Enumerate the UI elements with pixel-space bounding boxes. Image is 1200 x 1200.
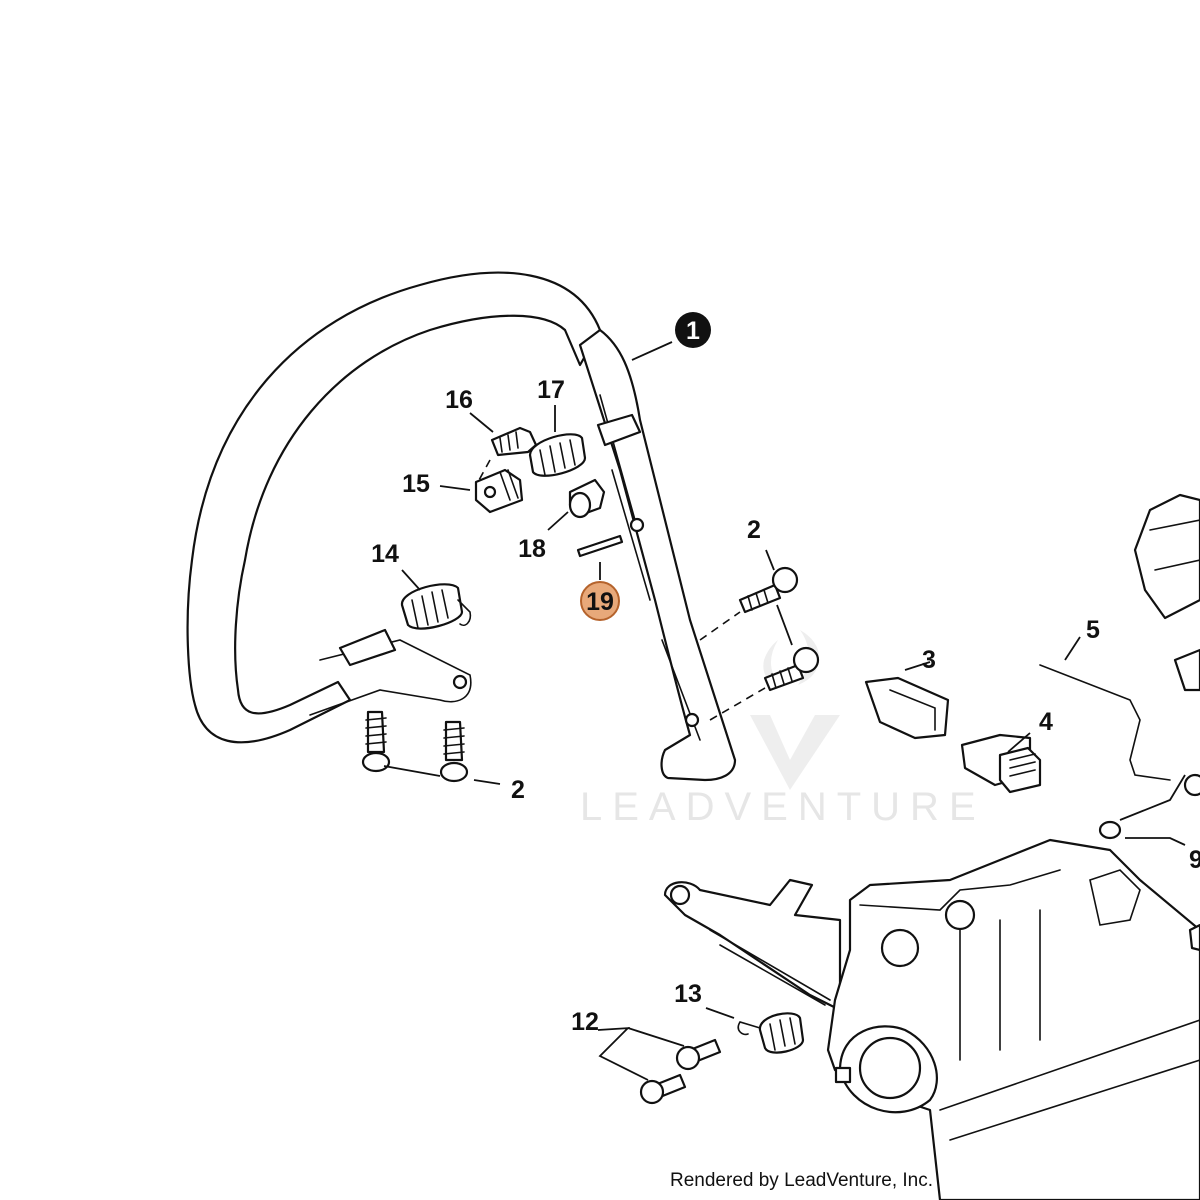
- sleeve-18: [568, 478, 606, 519]
- callout-12[interactable]: 12: [571, 1008, 599, 1036]
- rod-5: [1039, 664, 1171, 781]
- front-handle-bar: [186, 271, 737, 782]
- screw-2-center: [439, 720, 469, 783]
- callout-4[interactable]: 4: [1039, 708, 1053, 736]
- callout-18[interactable]: 18: [518, 535, 546, 563]
- engine-housing: [826, 838, 1200, 1200]
- spring-9: [1098, 820, 1122, 840]
- callout-19-text: 19: [586, 588, 614, 616]
- spring-14: [400, 583, 472, 630]
- callout-1[interactable]: 1: [675, 312, 711, 348]
- callout-13[interactable]: 13: [674, 980, 702, 1008]
- callout-15[interactable]: 15: [402, 470, 430, 498]
- switch-4: [960, 733, 1042, 794]
- right-edge-parts: [1173, 648, 1200, 952]
- callout-1-text: 1: [686, 317, 700, 345]
- spring-17: [528, 433, 587, 477]
- screw-axis-lower: [709, 687, 766, 721]
- screw-2-upper-right: [738, 566, 799, 614]
- screw-12-upper: [675, 1038, 722, 1071]
- buffer-clip-15: [474, 468, 524, 514]
- pin-19: [576, 534, 624, 558]
- callout-9[interactable]: 9: [1189, 846, 1200, 874]
- callout-14[interactable]: 14: [371, 540, 399, 568]
- watermark-text: LEADVENTURE: [580, 785, 986, 829]
- callout-3[interactable]: 3: [922, 646, 936, 674]
- footer-credit: Rendered by LeadVenture, Inc.: [670, 1170, 934, 1191]
- anti-vibration-arm: [663, 878, 842, 1012]
- screw-axis-upper: [699, 611, 741, 641]
- callout-5[interactable]: 5: [1086, 616, 1100, 644]
- spring-13: [737, 1012, 805, 1054]
- bracket-3: [864, 676, 950, 740]
- callout-19[interactable]: 19: [580, 581, 620, 621]
- callout-16[interactable]: 16: [445, 386, 473, 414]
- callout-2-bottom[interactable]: 2: [511, 776, 525, 804]
- screw-2-left: [361, 710, 391, 773]
- callout-17[interactable]: 17: [537, 376, 565, 404]
- callout-2-right[interactable]: 2: [747, 516, 761, 544]
- screw-2-lower-right: [763, 646, 820, 692]
- top-cover-part: [1133, 493, 1200, 620]
- watermark-logo: [750, 630, 840, 790]
- leader-lines: [383, 341, 1186, 1081]
- screw-12-lower: [639, 1073, 687, 1105]
